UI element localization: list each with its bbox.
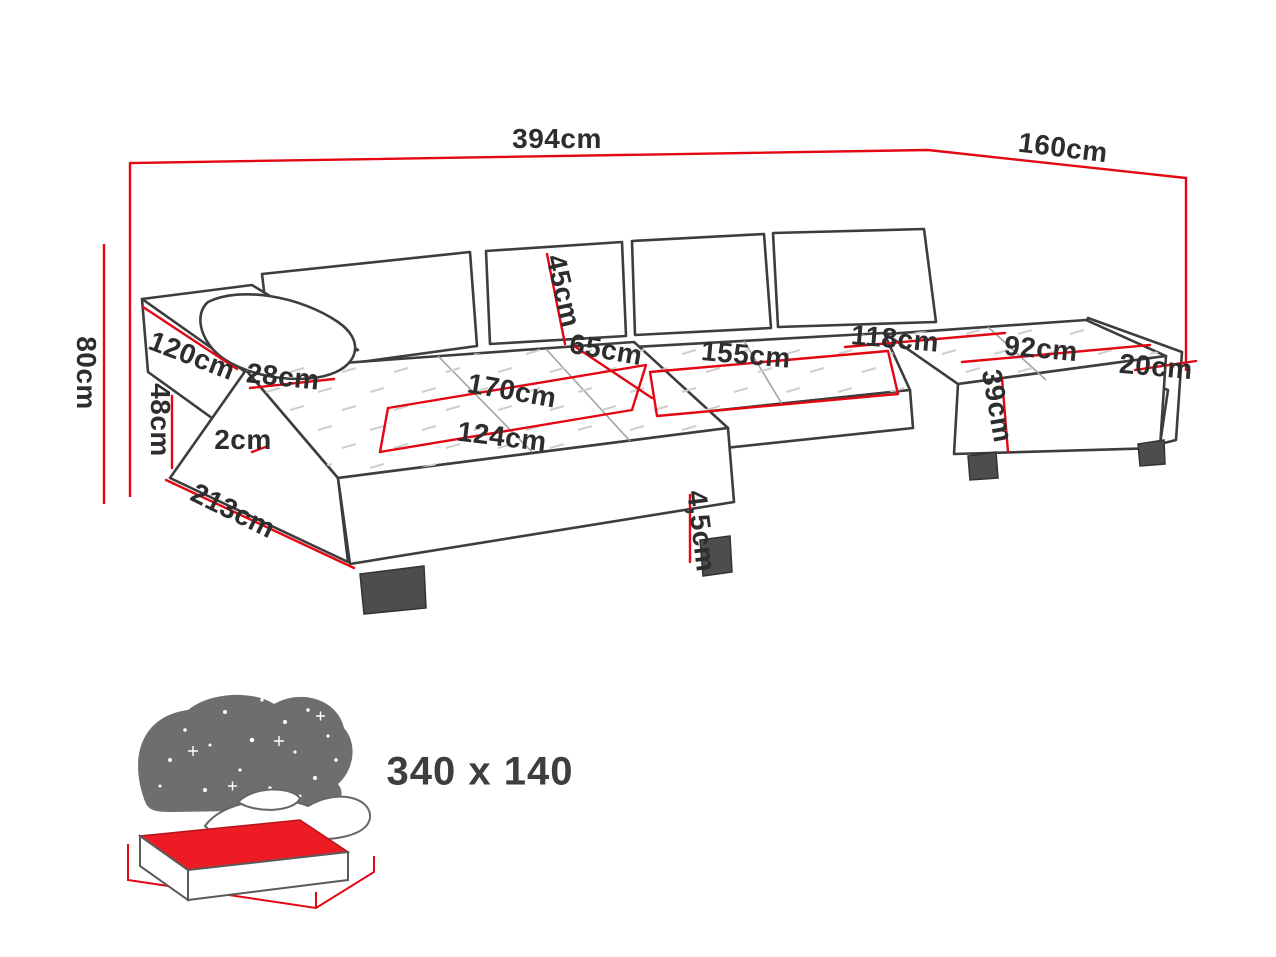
bed-size-label: 340 x 140	[386, 749, 574, 794]
bed-frame-outline	[127, 844, 375, 910]
bounding-box-lines	[102, 148, 1188, 504]
pillow	[236, 788, 302, 811]
dim-line-120	[141, 305, 239, 371]
dimension-label-80: 80cm	[71, 336, 102, 410]
back-cushion-4	[771, 227, 938, 329]
leg	[1137, 439, 1166, 467]
dim-line-92	[960, 343, 1152, 364]
leg	[359, 565, 427, 615]
dim-strip-170-124	[378, 363, 648, 454]
dim-line-39	[1000, 376, 1010, 454]
dimension-label-394: 394cm	[512, 123, 602, 154]
back-cushion-3	[630, 232, 773, 337]
box-outline	[128, 148, 1188, 497]
dim-line-45	[545, 252, 567, 346]
headboard-night-sky	[138, 694, 353, 812]
dimension-label-20: 20cm	[1118, 347, 1195, 386]
dimension-label-2: 2cm	[214, 424, 272, 455]
dim-strip-155	[648, 349, 900, 418]
leg	[967, 451, 999, 481]
dimension-lines	[141, 252, 1198, 570]
sofa-legs	[359, 439, 1166, 615]
dim-line-20	[1133, 359, 1198, 372]
sleeping-function-icon	[127, 694, 375, 910]
star-sparkles	[188, 711, 325, 791]
dim-line-2	[250, 444, 270, 454]
tufting-texture	[246, 320, 1166, 478]
mattress-side	[187, 850, 349, 902]
dimension-label-92: 92cm	[1003, 329, 1080, 368]
stars	[158, 698, 338, 808]
leg	[699, 535, 733, 577]
dim-line-213	[164, 478, 356, 570]
dim-line-118	[843, 331, 1007, 349]
dimension-label-48: 48cm	[145, 383, 176, 457]
dim-line-28	[248, 377, 336, 390]
